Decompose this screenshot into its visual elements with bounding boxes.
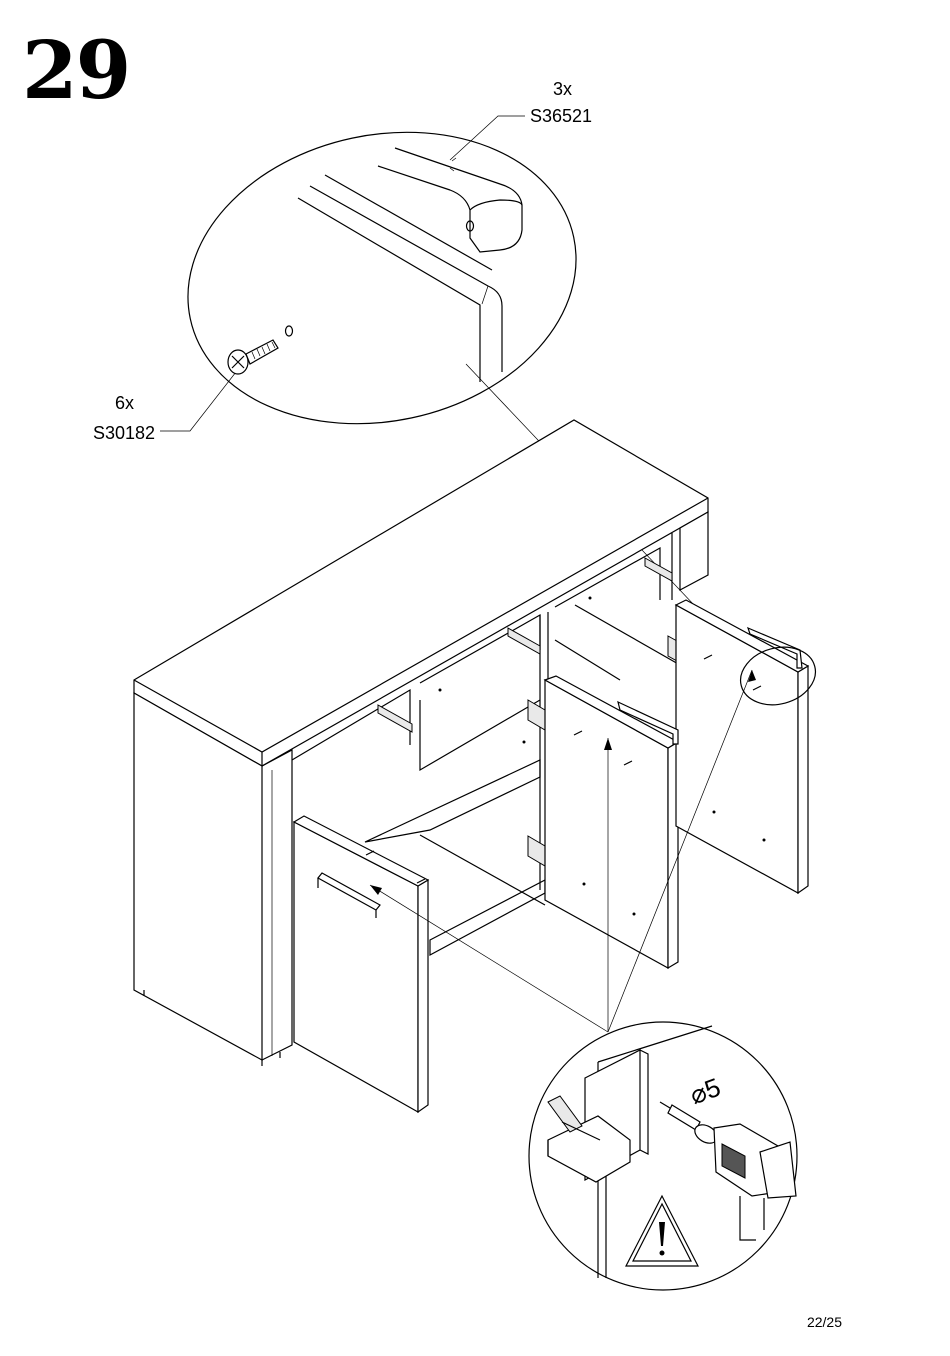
- detail-circle-drilling: [529, 1022, 797, 1290]
- leader-lines: [160, 116, 525, 431]
- sideboard-cabinet: [134, 420, 822, 1112]
- drill-icon: [692, 1121, 796, 1240]
- warning-icon: [626, 1196, 698, 1266]
- screw-icon: [228, 326, 293, 374]
